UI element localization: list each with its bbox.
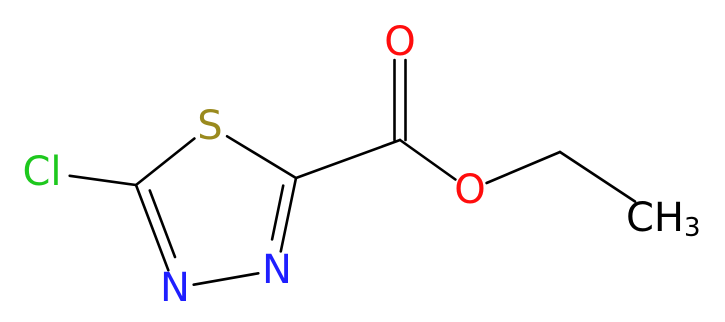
bond-c2-n3-outer bbox=[279, 176, 298, 253]
atoms-layer: S N N Cl O O CH3 bbox=[22, 19, 700, 311]
bond-c10-c11 bbox=[558, 150, 637, 203]
bond-n4-c5-outer bbox=[134, 183, 170, 272]
atom-label-o9: O bbox=[454, 167, 485, 213]
bond-c5-s1 bbox=[134, 137, 196, 187]
atom-label-n3: N bbox=[262, 247, 292, 293]
bond-o9-c10 bbox=[485, 150, 562, 185]
bond-n4-c5-inner bbox=[148, 189, 177, 259]
bond-c2-n3-inner bbox=[270, 184, 285, 241]
bond-c7-o9 bbox=[398, 138, 457, 181]
atom-label-c11: CH3 bbox=[626, 195, 701, 243]
bond-n3-n4 bbox=[192, 271, 260, 287]
bond-c5-cl6 bbox=[68, 174, 138, 187]
atom-label-cl6: Cl bbox=[22, 149, 61, 195]
atom-label-n4: N bbox=[160, 265, 190, 311]
bonds-layer bbox=[68, 58, 637, 287]
atom-label-o8: O bbox=[384, 19, 415, 65]
atom-label-s1: S bbox=[197, 103, 222, 149]
bond-c2-c7 bbox=[294, 138, 402, 180]
bond-s1-c2 bbox=[225, 135, 298, 180]
